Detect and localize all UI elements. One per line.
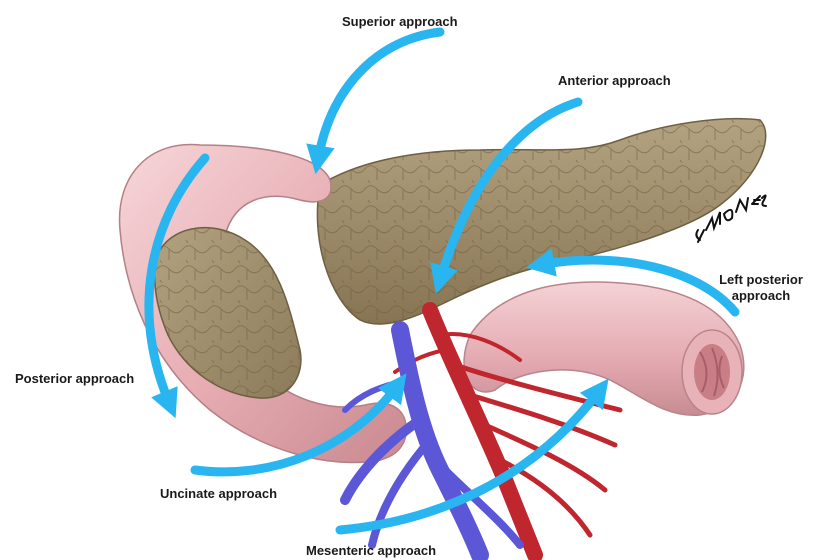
uncinate-approach-label: Uncinate approach — [160, 486, 277, 502]
posterior-approach-label: Posterior approach — [15, 371, 134, 387]
mesenteric-approach-label: Mesenteric approach — [306, 543, 436, 559]
superior-approach-label: Superior approach — [342, 14, 458, 30]
anterior-approach-label: Anterior approach — [558, 73, 671, 89]
left-posterior-label-line2: approach — [706, 288, 816, 304]
left-posterior-approach-label: Left posterior approach — [706, 272, 816, 304]
artist-signature — [690, 190, 770, 250]
left-posterior-label-line1: Left posterior — [706, 272, 816, 288]
superior-approach-arrow — [318, 32, 440, 160]
